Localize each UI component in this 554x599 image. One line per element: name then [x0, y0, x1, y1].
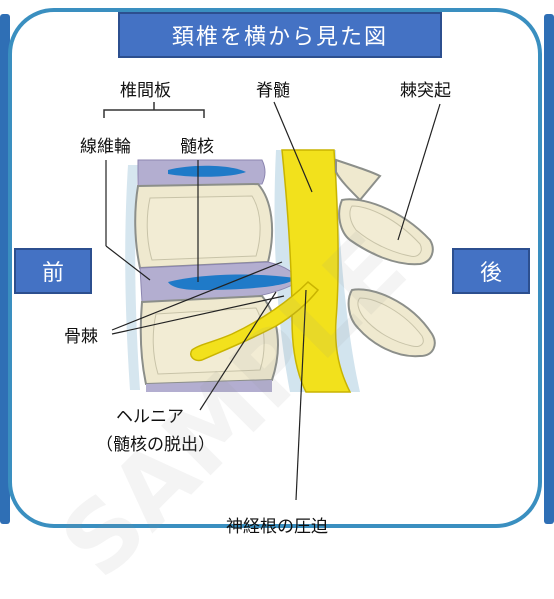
label-nucleus-pulposus: 髄核: [180, 132, 214, 157]
label-annulus-fibrosus: 線維輪: [80, 132, 131, 157]
disc-bracket: [104, 102, 204, 118]
front-label: 前: [14, 248, 92, 294]
label-intervertebral-disc: 椎間板: [120, 76, 171, 101]
title-box: 頚椎を横から見た図: [118, 12, 442, 58]
label-spinous-process: 棘突起: [400, 76, 451, 101]
back-label: 後: [452, 248, 530, 294]
vertebra-upper-inner: [147, 196, 260, 260]
arch-upper: [336, 160, 380, 200]
label-bone-spur: 骨棘: [64, 322, 98, 347]
label-spinal-cord: 脊髄: [256, 76, 290, 101]
diagram-stage: 頚椎を横から見た図 前 後 椎間板 線維輪 髄核 脊髄 棘突起 骨棘 ヘルニア …: [0, 0, 554, 546]
label-nerve-root-compression: 神経根の圧迫: [226, 512, 328, 537]
